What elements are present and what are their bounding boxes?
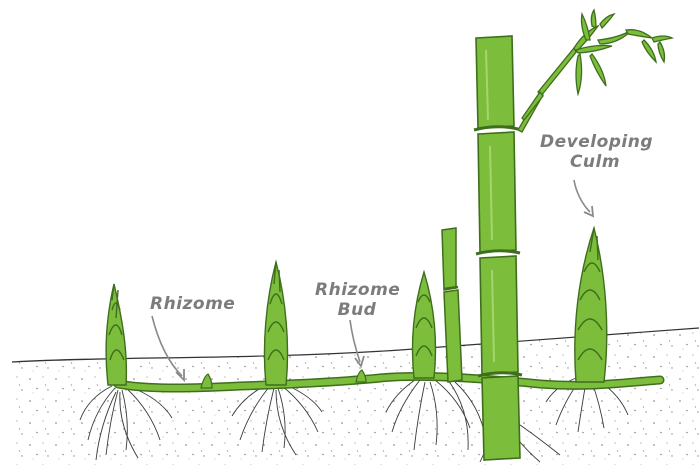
developing-culm-label-line1: Developing — [540, 132, 650, 152]
developing-culm-label-line2: Culm — [540, 152, 650, 172]
rhizome-bud-label-line1: Rhizome — [315, 280, 399, 300]
rhizome-bud-label-line2: Bud — [315, 300, 399, 320]
bamboo-leaves — [518, 10, 672, 132]
shoot-3 — [412, 272, 435, 378]
rhizome-label: Rhizome — [150, 294, 235, 314]
shoot-2 — [264, 262, 287, 385]
developing-culm-arrow — [574, 180, 590, 212]
rhizome-label-text: Rhizome — [150, 294, 235, 314]
shoot-1 — [106, 284, 126, 385]
rhizome-bud-label: Rhizome Bud — [315, 280, 399, 320]
developing-culm-label: Developing Culm — [540, 132, 650, 172]
shoot-4 — [575, 228, 607, 382]
